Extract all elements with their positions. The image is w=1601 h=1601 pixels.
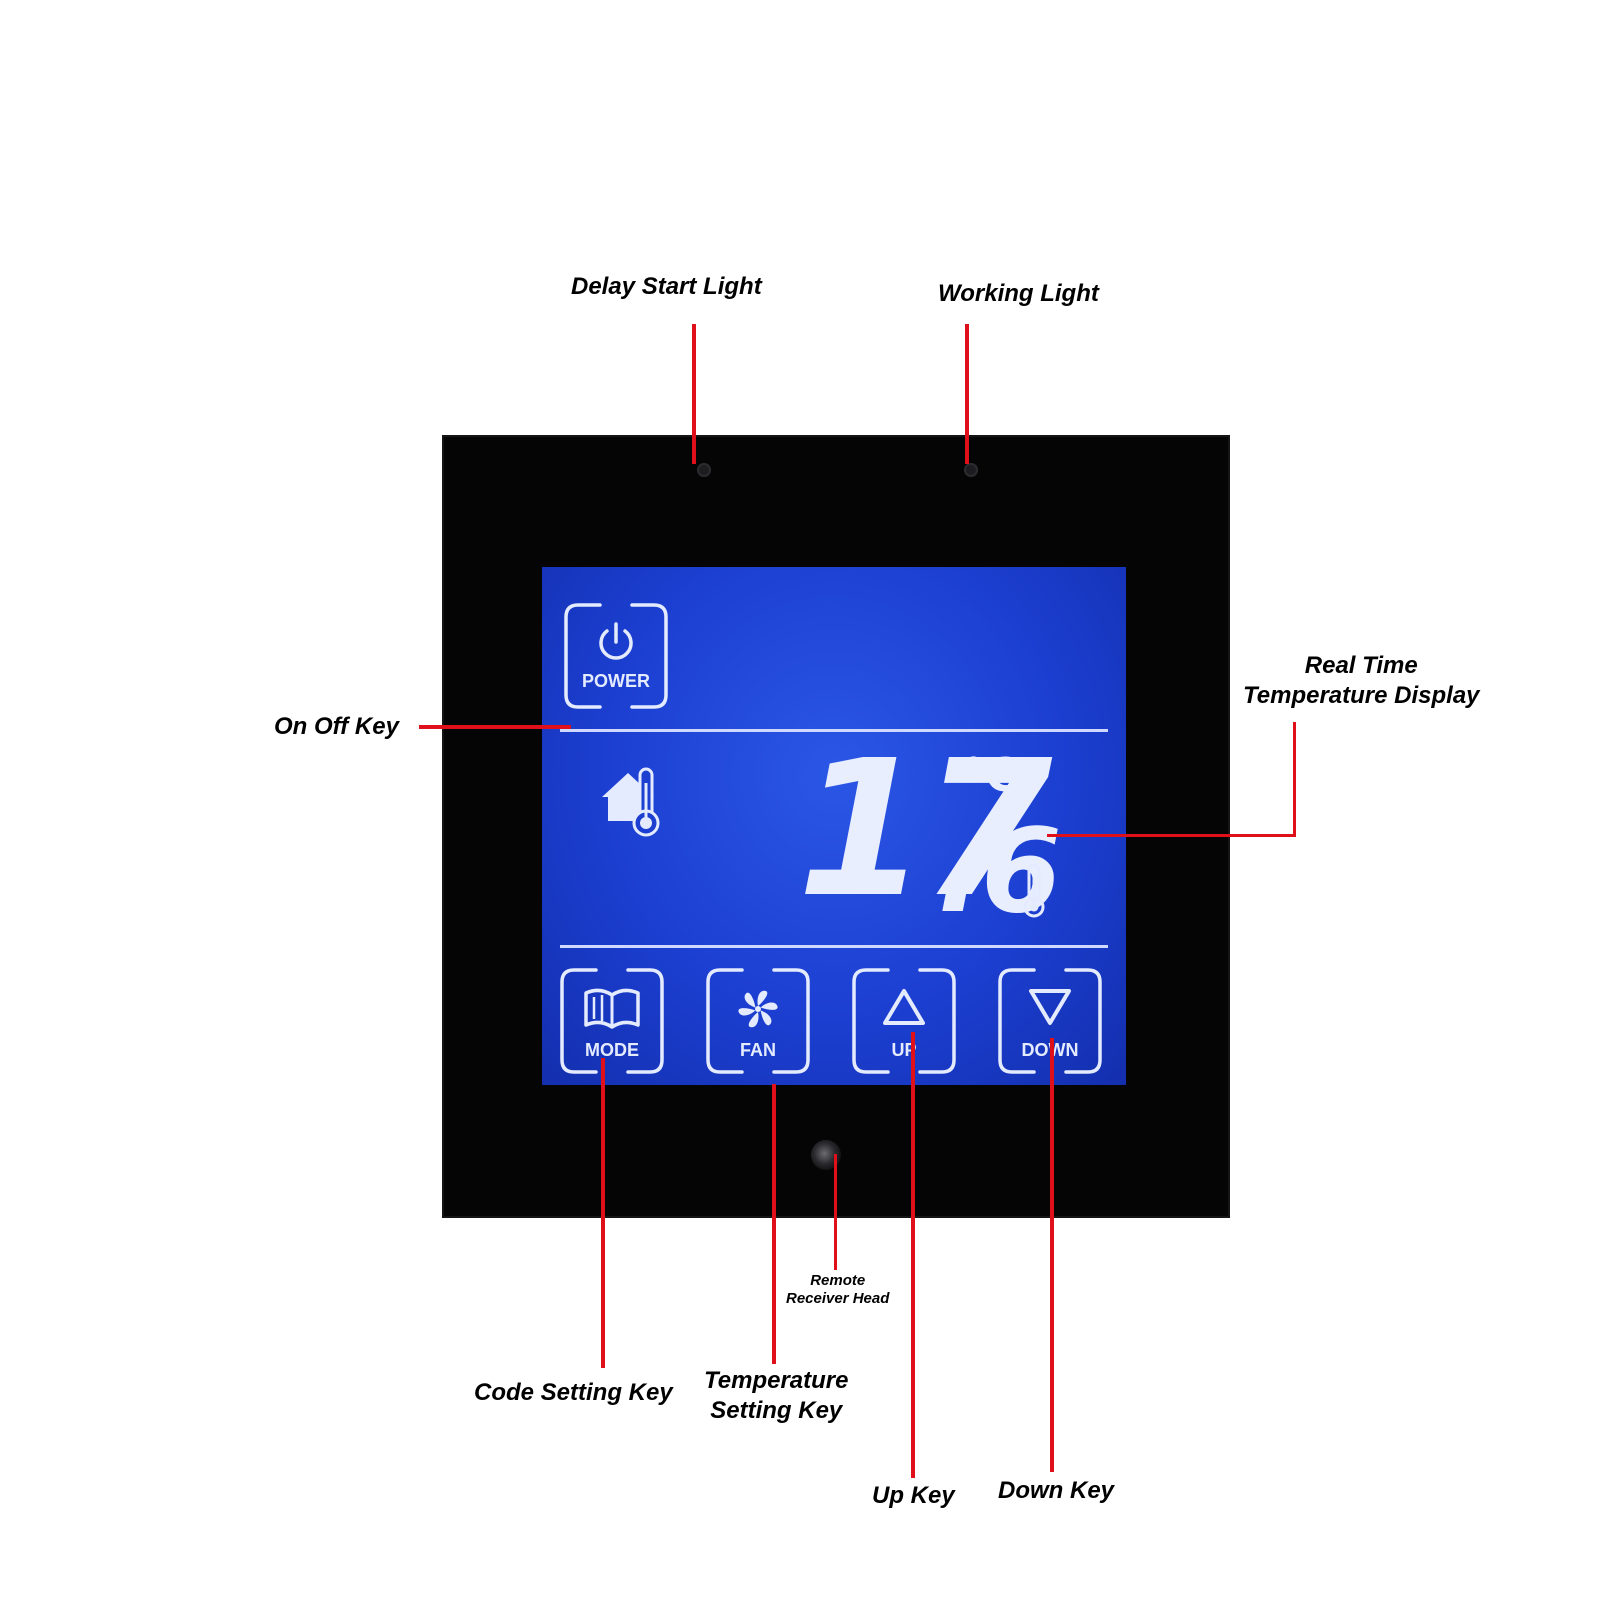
up-label: UP: [891, 1040, 917, 1060]
label-code-setting-key: Code Setting Key: [474, 1379, 673, 1406]
top-separator: [560, 729, 1108, 732]
power-icon: [599, 622, 633, 660]
thermostat-panel: POWER 17 .6 °C: [442, 435, 1230, 1218]
key-frame: [998, 968, 1102, 1074]
bottom-separator: [560, 945, 1108, 948]
key-frame: [564, 603, 668, 709]
label-temperature-setting-key: Temperature Setting Key: [704, 1366, 849, 1426]
power-button[interactable]: POWER: [562, 602, 670, 710]
power-label: POWER: [581, 671, 650, 691]
label-remote-line1: Remote: [810, 1272, 866, 1289]
label-up-key: Up Key: [872, 1482, 955, 1509]
label-real-time-temperature-display: Real Time Temperature Display: [1243, 651, 1480, 711]
fan-label: FAN: [740, 1040, 776, 1060]
mode-button[interactable]: MODE: [558, 967, 666, 1075]
label-temp-setting-line2: Setting Key: [710, 1397, 843, 1424]
label-remote-line2: Receiver Head: [786, 1290, 890, 1307]
leader-delay-start: [692, 324, 696, 464]
house-thermometer-icon: [602, 767, 660, 837]
label-down-key: Down Key: [998, 1477, 1115, 1504]
temperature-decimal: .6: [937, 804, 1062, 939]
working-led: [964, 463, 978, 477]
lcd-screen: POWER 17 .6 °C: [542, 567, 1126, 1085]
key-frame: [852, 968, 956, 1074]
down-button[interactable]: DOWN: [996, 967, 1104, 1075]
down-arrow-icon: [1029, 989, 1071, 1025]
up-button[interactable]: UP: [850, 967, 958, 1075]
temperature-unit: °C: [962, 748, 1019, 802]
key-frame: [706, 968, 810, 1074]
up-arrow-icon: [883, 989, 925, 1025]
book-icon: [584, 988, 640, 1029]
leader-real-time-vertical: [1293, 722, 1296, 835]
leader-working-light: [965, 324, 969, 464]
label-working-light: Working Light: [938, 280, 1099, 307]
label-real-time-line2: Temperature Display: [1243, 682, 1480, 709]
label-delay-start-light: Delay Start Light: [571, 273, 762, 300]
fan-button[interactable]: FAN: [704, 967, 812, 1075]
leader-up: [911, 1032, 915, 1478]
mode-label: MODE: [585, 1040, 639, 1060]
key-frame: [560, 968, 664, 1074]
label-temp-setting-line1: Temperature: [704, 1367, 849, 1394]
thermometer-icon: [1023, 863, 1045, 918]
fan-icon: [738, 990, 778, 1028]
leader-temperature-setting: [772, 1084, 776, 1364]
temperature-integer: 17: [797, 720, 1053, 939]
leader-remote: [834, 1154, 837, 1270]
label-on-off-key: On Off Key: [274, 713, 399, 740]
delay-start-led: [697, 463, 711, 477]
leader-on-off: [419, 725, 571, 729]
leader-real-time-horizontal: [1047, 834, 1296, 837]
leader-code-setting: [601, 1058, 605, 1368]
leader-down: [1050, 1038, 1054, 1472]
label-real-time-line1: Real Time: [1304, 652, 1418, 679]
label-remote-receiver-head: Remote Receiver Head: [786, 1272, 889, 1308]
